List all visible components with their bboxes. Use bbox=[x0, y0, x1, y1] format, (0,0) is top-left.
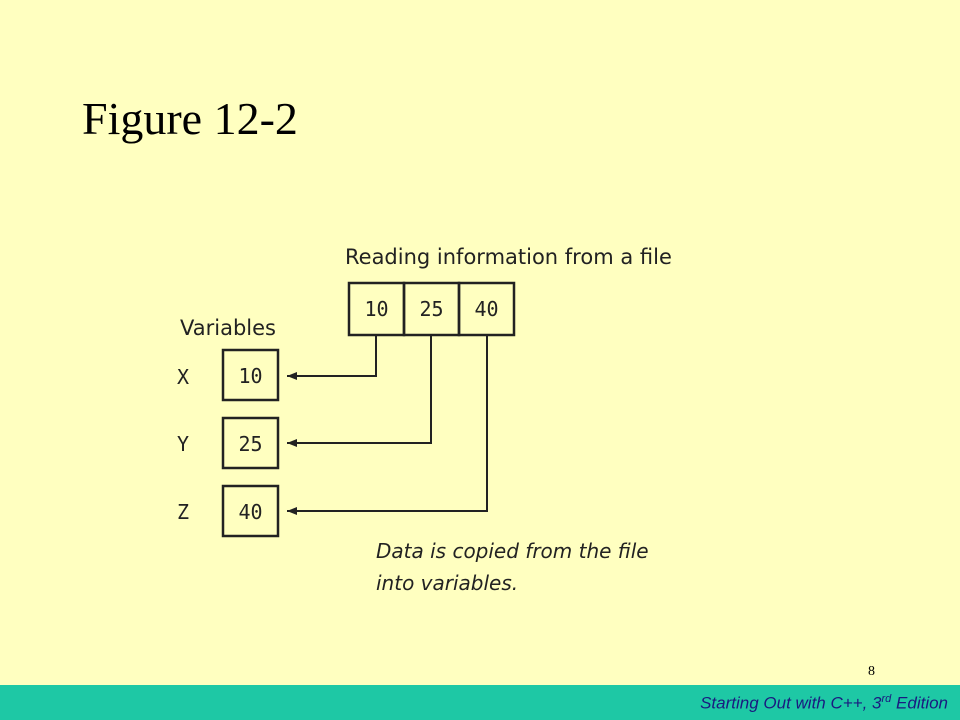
variable-box-x bbox=[221, 348, 280, 402]
arrow-file-to-z bbox=[287, 335, 488, 515]
slide-title: Figure 12-2 bbox=[82, 93, 298, 144]
variable-z: Z 40 bbox=[177, 484, 280, 538]
arrow-file-to-y bbox=[287, 335, 432, 447]
file-value-2: 25 bbox=[419, 297, 443, 321]
variable-value-z: 40 bbox=[238, 500, 262, 524]
variable-y: Y 25 bbox=[177, 416, 280, 470]
file-value-3: 40 bbox=[474, 297, 498, 321]
variable-value-y: 25 bbox=[238, 432, 262, 456]
footer-bar: Starting Out with C++, 3rd Edition bbox=[0, 685, 960, 720]
variable-name-y: Y bbox=[177, 432, 189, 456]
footer-text-main: Starting Out with C++, 3 bbox=[700, 693, 882, 713]
variable-box-z bbox=[221, 484, 280, 538]
page-number: 8 bbox=[868, 664, 875, 679]
caption-line-1: Data is copied from the file bbox=[376, 539, 649, 563]
footer-text: Starting Out with C++, 3rd Edition bbox=[700, 693, 948, 714]
caption-line-2: into variables. bbox=[376, 571, 518, 595]
file-value-1: 10 bbox=[364, 297, 388, 321]
footer-text-tail: Edition bbox=[891, 693, 948, 713]
variable-value-x: 10 bbox=[238, 364, 262, 388]
variable-x: X 10 bbox=[177, 348, 280, 402]
variable-name-z: Z bbox=[177, 500, 189, 524]
variable-box-y bbox=[221, 416, 280, 470]
file-cells: 10 25 40 bbox=[347, 281, 516, 337]
footer-text-sup: rd bbox=[881, 693, 892, 705]
file-heading: Reading information from a file bbox=[345, 245, 672, 269]
arrow-file-to-x bbox=[287, 335, 377, 380]
variables-heading: Variables bbox=[180, 316, 276, 340]
variable-name-x: X bbox=[177, 365, 189, 389]
